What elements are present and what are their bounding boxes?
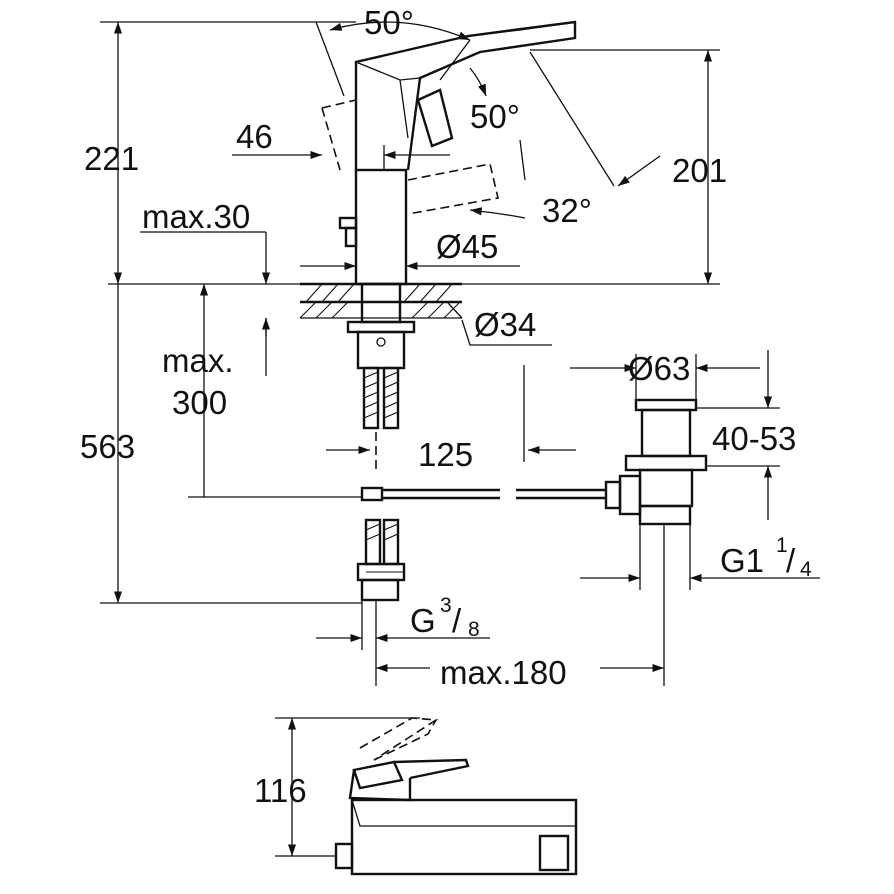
label-dia-hole: Ø34 <box>474 306 536 343</box>
svg-text:3: 3 <box>440 594 452 617</box>
label-height-spout: 201 <box>672 152 727 189</box>
label-top-view-height: 116 <box>254 772 307 809</box>
label-hose-length: 563 <box>80 428 135 465</box>
label-dia-waste: Ø63 <box>628 350 690 387</box>
pop-up-waste <box>604 398 708 526</box>
angle-lines <box>315 21 661 219</box>
label-lever-offset: 46 <box>236 118 273 155</box>
label-waste-height: 40-53 <box>712 420 796 457</box>
label-supply-thread: G 3 / 8 <box>410 594 480 641</box>
dimension-lines <box>100 21 820 686</box>
label-height-total: 221 <box>84 140 139 177</box>
label-angle-lever-top: 50° <box>364 4 414 41</box>
lever-alternate-positions <box>321 88 499 215</box>
label-angle-lever-side: 50° <box>470 98 520 135</box>
svg-text:8: 8 <box>468 618 480 641</box>
shank-and-hoses <box>346 282 606 602</box>
label-max-rod: max.180 <box>440 654 567 691</box>
label-waste-offset: 125 <box>418 436 473 473</box>
label-max-depth-2: 300 <box>172 384 227 421</box>
svg-text:1: 1 <box>776 534 788 557</box>
label-max-deck: max.30 <box>142 198 250 235</box>
label-angle-spout: 32° <box>542 192 592 229</box>
svg-text:G1: G1 <box>720 542 764 579</box>
svg-text:/: / <box>452 602 462 639</box>
label-waste-thread: G1 1 / 4 <box>720 534 812 581</box>
label-dia-body: Ø45 <box>436 228 498 265</box>
label-max-depth-1: max. <box>162 342 234 379</box>
svg-text:4: 4 <box>800 558 812 581</box>
faucet-top-view <box>275 717 578 876</box>
svg-text:G: G <box>410 602 436 639</box>
countertop <box>108 282 720 319</box>
svg-text:/: / <box>786 542 796 579</box>
